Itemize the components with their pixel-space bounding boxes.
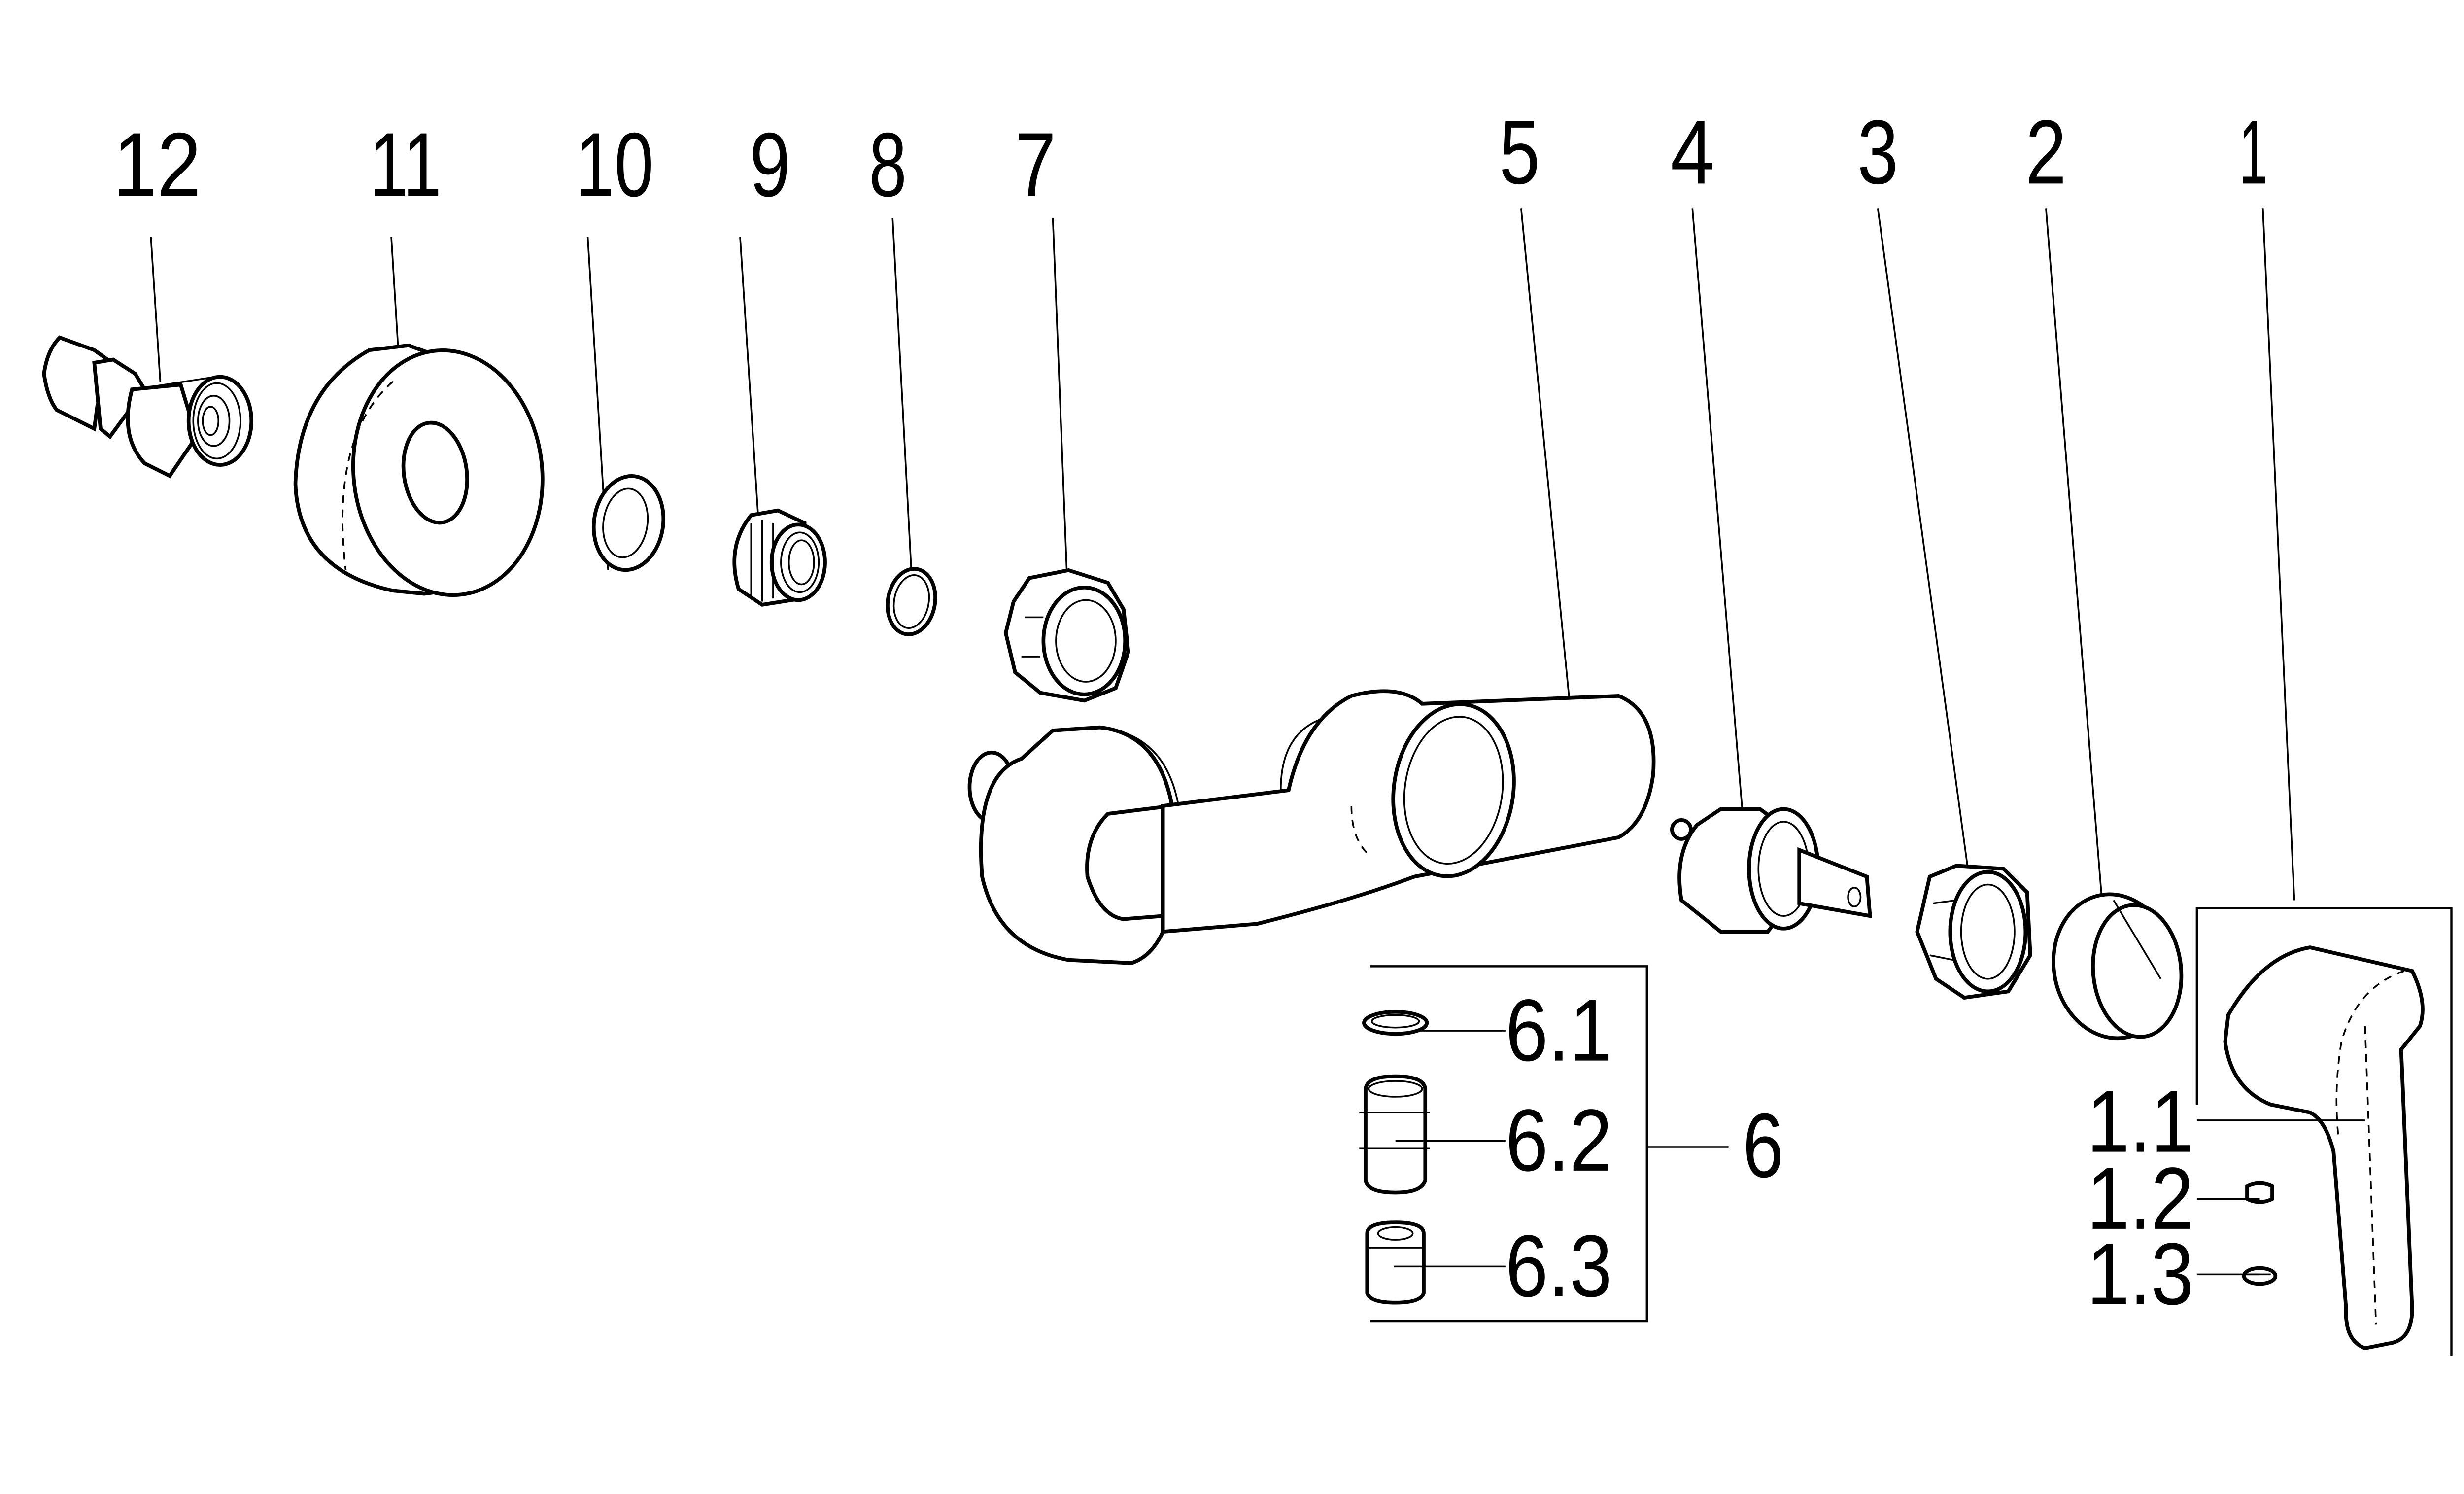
label-5: 5 xyxy=(1499,102,1540,203)
callout-5: 5 xyxy=(1499,102,1573,722)
label-1: 1 xyxy=(2239,102,2267,203)
callout-8: 8 xyxy=(869,114,914,602)
aerator-icon xyxy=(1365,1220,1426,1305)
leader-5 xyxy=(1520,208,1573,722)
callout-12: 12 xyxy=(113,114,202,382)
item-6-1: 6.1 xyxy=(1362,981,1612,1079)
leader-9 xyxy=(739,237,762,555)
label-2: 2 xyxy=(2025,102,2066,203)
item-1-1: 1.1 xyxy=(2087,1072,2365,1171)
callout-9: 9 xyxy=(739,114,790,555)
leader-7 xyxy=(1052,218,1070,618)
leader-2 xyxy=(2045,208,2107,948)
cartridge-nut-icon xyxy=(1915,864,2032,1000)
group-1-bracket xyxy=(2195,907,2453,1356)
label-6-2: 6.2 xyxy=(1506,1091,1612,1189)
label-4: 4 xyxy=(1671,102,1714,203)
leader-1 xyxy=(2262,208,2295,901)
wall-rosette-icon xyxy=(293,343,545,597)
leader-12 xyxy=(150,237,162,382)
label-8: 8 xyxy=(869,114,907,216)
cartridge-icon xyxy=(1670,807,1872,934)
label-1-3: 1.3 xyxy=(2087,1224,2194,1323)
cover-cap-icon xyxy=(2052,892,2184,1041)
label-11: 11 xyxy=(369,114,442,216)
label-1-1: 1.1 xyxy=(2087,1072,2194,1171)
callout-3: 3 xyxy=(1857,102,1973,901)
o-ring-icon xyxy=(886,567,937,636)
label-6: 6 xyxy=(1743,1095,1783,1197)
item-6-2: 6.2 xyxy=(1359,1074,1612,1195)
cap-plug-icon xyxy=(2242,1266,2278,1286)
group-1: 1.1 1.2 1.3 xyxy=(2087,907,2453,1356)
label-6-1: 6.1 xyxy=(1506,981,1612,1079)
outlet-adapter-icon xyxy=(1359,1074,1430,1195)
callout-11: 11 xyxy=(369,114,442,390)
union-nut-icon xyxy=(1003,568,1130,703)
label-3: 3 xyxy=(1857,102,1898,203)
group-6-bracket xyxy=(1370,965,1648,1323)
item-1-3: 1.3 xyxy=(2087,1224,2278,1323)
label-6-3: 6.3 xyxy=(1506,1216,1612,1315)
mixer-body-icon xyxy=(967,689,1656,965)
leader-4 xyxy=(1691,208,1745,834)
item-6-3: 6.3 xyxy=(1365,1216,1612,1315)
callout-4: 4 xyxy=(1671,102,1745,834)
flat-washer-icon xyxy=(591,474,666,572)
callout-2: 2 xyxy=(2025,102,2107,948)
label-10: 10 xyxy=(575,114,653,216)
group-6: 6 6.1 6.2 6.3 xyxy=(1359,965,1783,1323)
callout-7: 7 xyxy=(1015,114,1070,618)
threaded-insert-icon xyxy=(732,508,827,607)
label-7: 7 xyxy=(1015,114,1056,216)
label-9: 9 xyxy=(750,114,790,216)
s-union-connector-icon xyxy=(42,335,254,479)
lever-handle-icon xyxy=(2223,945,2425,1351)
item-1-2: 1.2 xyxy=(2087,1149,2274,1248)
leader-8 xyxy=(891,218,914,602)
callout-1: 1 xyxy=(2239,102,2295,901)
label-12: 12 xyxy=(113,114,202,216)
set-screw-icon xyxy=(2245,1181,2274,1204)
label-1-2: 1.2 xyxy=(2087,1149,2194,1248)
leader-3 xyxy=(1877,208,1973,901)
callout-10: 10 xyxy=(575,114,654,570)
